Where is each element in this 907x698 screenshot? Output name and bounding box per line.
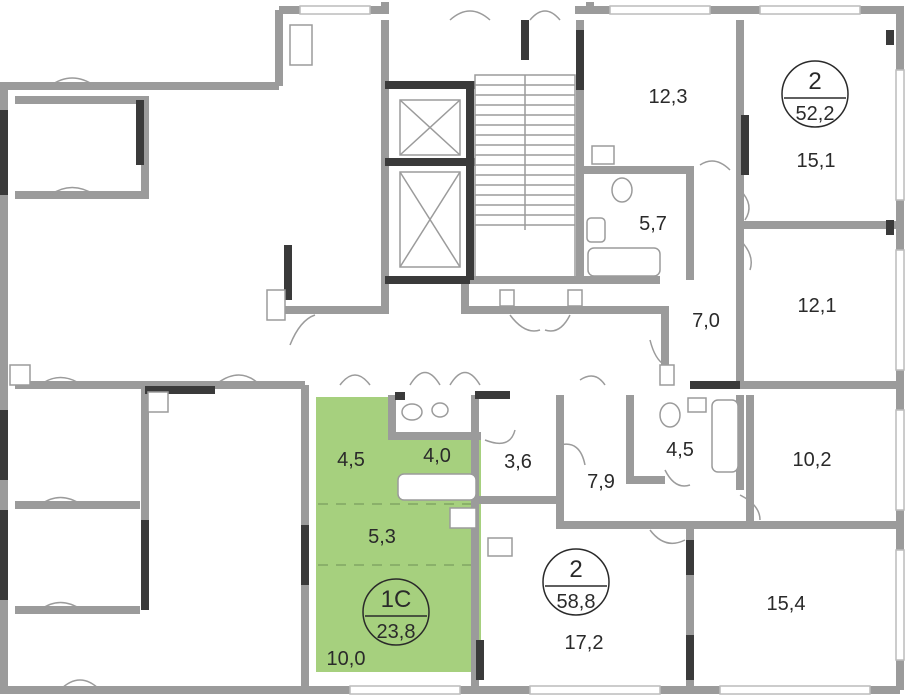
room-area-label: 5,3 <box>368 526 396 548</box>
room-area-label: 12,1 <box>798 295 837 317</box>
dark-walls <box>0 20 894 680</box>
room-area-label: 12,3 <box>649 86 688 108</box>
apartment-badge-2a[interactable]: 2 52,2 <box>781 60 849 128</box>
windows <box>299 5 905 695</box>
room-area-label: 4,5 <box>666 439 694 461</box>
apartment-2b-rooms: 2 <box>569 556 582 583</box>
room-area-label: 7,9 <box>587 471 615 493</box>
elevator-shafts <box>399 99 461 268</box>
apartment-1c-area: 23,8 <box>377 621 416 643</box>
room-area-label: 3,6 <box>504 451 532 473</box>
room-area-label: 17,2 <box>565 632 604 654</box>
room-area-label: 4,5 <box>337 449 365 471</box>
ventilation-shafts <box>9 24 675 413</box>
apartment-1c-rooms: 1С <box>381 586 412 613</box>
apartment-2a-rooms: 2 <box>808 68 821 95</box>
door-swings <box>39 10 761 691</box>
sanitary-fixtures <box>397 145 739 557</box>
room-area-label: 10,2 <box>793 449 832 471</box>
room-area-label: 7,0 <box>692 310 720 332</box>
room-labels: 12,3 15,1 5,7 7,0 12,1 4,5 4,0 3,6 7,9 4… <box>327 86 837 670</box>
room-area-label: 4,0 <box>423 445 451 467</box>
staircase <box>474 74 576 281</box>
apartment-2b-area: 58,8 <box>557 591 596 613</box>
room-area-label: 15,4 <box>767 593 806 615</box>
room-area-label: 15,1 <box>797 150 836 172</box>
apartment-badge-1c[interactable]: 1С 23,8 <box>362 578 430 646</box>
room-area-label: 5,7 <box>639 213 667 235</box>
room-area-label: 10,0 <box>327 648 366 670</box>
apartment-badge-2b[interactable]: 2 58,8 <box>542 548 610 616</box>
apartment-1c-highlight[interactable] <box>316 397 481 672</box>
apartment-2a-area: 52,2 <box>796 103 835 125</box>
